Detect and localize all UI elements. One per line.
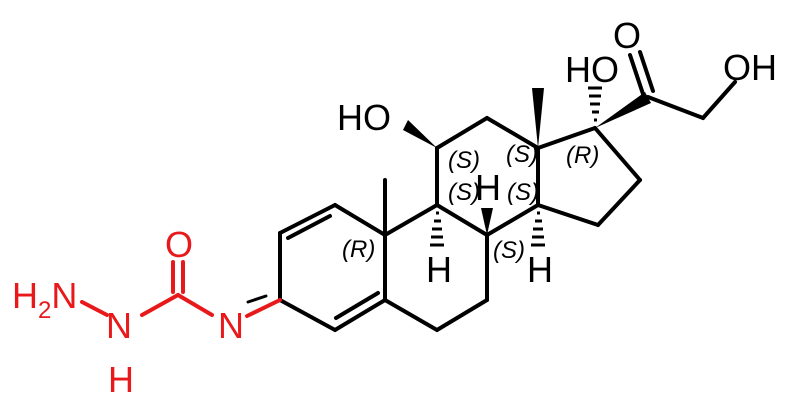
- label-ho-c17: HO: [565, 49, 619, 90]
- bond-c4-c5-double: [334, 291, 380, 320]
- bond-c1-c2-double: [286, 214, 332, 240]
- bond-c3-n-imine: [245, 298, 282, 318]
- bond-n-amide-nh2: [80, 300, 109, 317]
- stereo-c13: (S): [506, 141, 538, 168]
- label-h-c14: H: [527, 249, 553, 290]
- label-n-imine: N: [218, 305, 244, 346]
- wedge-c11-oh: [403, 120, 437, 148]
- bond-n-imine-c-carbonyl: [176, 293, 214, 317]
- bond-c8-c9: [435, 203, 489, 237]
- stereo-c8: (S): [493, 237, 525, 264]
- bond-c20-o-b: [638, 50, 655, 93]
- bond-c11-c12: [435, 116, 489, 150]
- label-carbonyl-o: O: [613, 15, 641, 56]
- label-oh-c21: OH: [723, 47, 777, 88]
- wedge-c8-h: [481, 208, 493, 235]
- bond-c9-c10: [383, 203, 439, 237]
- wedge-c17-c20: [595, 92, 651, 128]
- label-h2n: H2N: [12, 275, 77, 324]
- label-h-amide: H: [108, 359, 134, 400]
- bond-c20-c21: [646, 95, 705, 120]
- hashed-bonds: [430, 86, 602, 247]
- label-n-amide: N: [106, 305, 132, 346]
- stereo-labels: (S) (S) (R) (S) (S) (R) (S): [342, 141, 599, 264]
- bond-c16-c17: [593, 126, 642, 182]
- label-semicarbazone-o: O: [165, 224, 193, 265]
- stereo-c10: (R): [342, 236, 375, 263]
- bond-c-carbonyl-n-amide: [140, 293, 180, 317]
- wedge-c13-methyl: [532, 88, 544, 148]
- bond-c5-c6: [383, 298, 439, 332]
- stereo-c14: (S): [507, 179, 539, 206]
- bond-c21-oh: [701, 80, 737, 120]
- bond-c1-c2: [278, 203, 337, 235]
- label-h-c8: H: [475, 167, 501, 208]
- bond-c4-c5: [333, 298, 387, 332]
- hash-c17-oh: [588, 86, 602, 122]
- bond-c15-c16: [596, 178, 642, 227]
- hash-c14-h: [531, 211, 545, 247]
- bond-c3-c4: [278, 298, 337, 332]
- label-h-c9: H: [426, 249, 452, 290]
- wavy-cross-mark: [246, 294, 268, 304]
- semicarbazone-bonds: [80, 260, 282, 318]
- skeleton-bonds: [278, 50, 737, 332]
- bond-c10-c1: [333, 203, 387, 237]
- stereo-c11: (S): [448, 147, 480, 174]
- bond-c14-c15: [536, 203, 600, 227]
- label-ho-c11: HO: [337, 97, 391, 138]
- bond-c6-c7: [435, 298, 489, 332]
- stereo-c17: (R): [566, 142, 599, 169]
- bond-c17-c13: [536, 126, 597, 150]
- atom-labels: HO HO O OH H H H O N N H H2N: [12, 15, 777, 400]
- stereo-c9: (S): [448, 179, 480, 206]
- wedge-bonds: [403, 88, 651, 235]
- bond-c20-o-a: [628, 53, 645, 96]
- hash-c9-h: [430, 211, 444, 247]
- bond-c14-c8: [485, 203, 540, 237]
- bond-c12-c13: [485, 116, 540, 150]
